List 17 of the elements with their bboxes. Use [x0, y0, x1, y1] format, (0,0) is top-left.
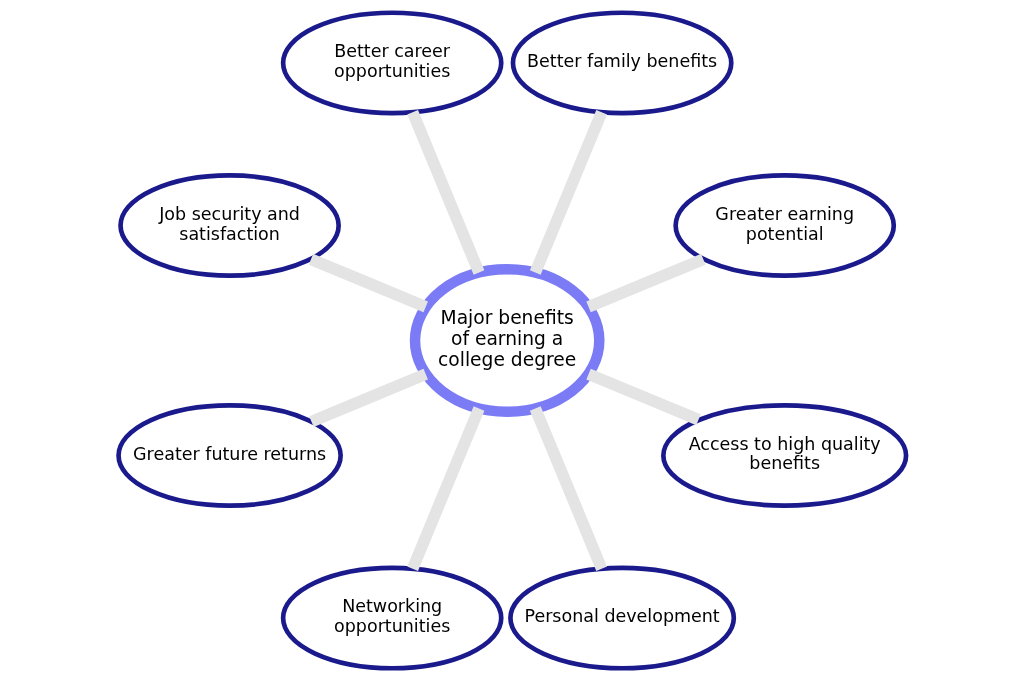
node-ellipse: Personal development — [507, 565, 736, 671]
connector — [585, 368, 701, 426]
connector — [529, 110, 607, 275]
connector — [529, 406, 607, 571]
node-ellipse: Job security and satisfaction — [117, 173, 341, 278]
node-ellipse: Better career opportunities — [280, 10, 504, 116]
node-ellipse: Networking opportunities — [280, 565, 504, 671]
node-ellipse: Greater future returns — [115, 402, 343, 508]
connector — [406, 110, 484, 275]
node-ellipse: Better family benefits — [510, 10, 734, 116]
connector — [406, 406, 484, 571]
node-ellipse: Greater earning potential — [672, 173, 896, 278]
node-ellipse: Major benefits of earning a college degree — [409, 264, 605, 417]
node-ellipse: Access to high quality benefits — [660, 402, 908, 508]
connector — [308, 368, 428, 427]
connector — [585, 253, 706, 313]
connector — [308, 253, 428, 313]
